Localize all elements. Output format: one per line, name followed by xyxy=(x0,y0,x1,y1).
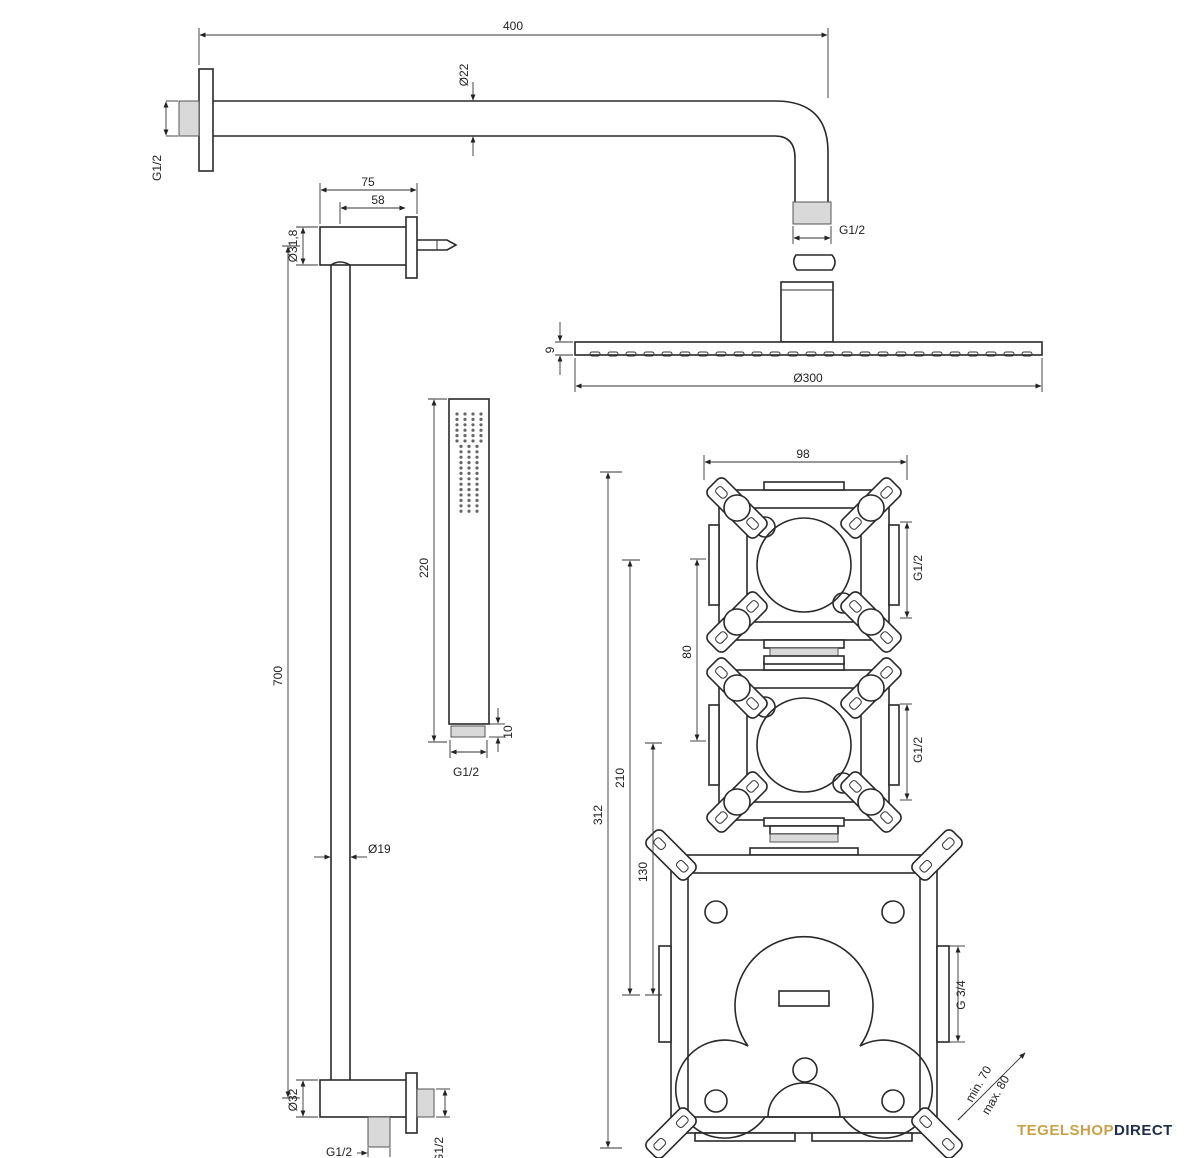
dim-bottom-thread-2: G1/2 xyxy=(432,1137,446,1158)
shower-head-nozzles xyxy=(589,351,1033,357)
arm-outlet-thread xyxy=(792,201,832,225)
dim-bottom-diameter: Ø32 xyxy=(286,1088,300,1111)
rail-bottom-holder xyxy=(319,1079,409,1118)
dim-arm-diameter: Ø22 xyxy=(457,63,471,86)
dim-hand-thread: G1/2 xyxy=(453,765,479,779)
head-connector xyxy=(780,281,834,343)
valve-body-top xyxy=(706,477,902,653)
rail-bottom-thread xyxy=(416,1088,435,1118)
arm-wall-thread xyxy=(178,100,200,137)
dim-arm-length: 400 xyxy=(503,19,523,33)
dim-arm-wall-thread: G1/2 xyxy=(150,155,164,181)
dim-bottom-thread-1: G1/2 xyxy=(326,1145,352,1158)
rail-outlet-thread xyxy=(367,1116,391,1148)
dim-box-width: 98 xyxy=(796,447,810,461)
rail-bottom-flange xyxy=(405,1072,418,1134)
dim-head-diameter: Ø300 xyxy=(793,371,823,385)
dim-arm-outlet-thread: G1/2 xyxy=(839,223,865,237)
mixing-box xyxy=(645,829,963,1158)
hand-shower-thread xyxy=(450,725,486,738)
hand-shower xyxy=(448,398,490,738)
dim-hand-length: 220 xyxy=(417,558,431,578)
dim-holder-offset: 58 xyxy=(371,193,385,207)
ball-joint xyxy=(792,254,836,271)
hand-dimensions: 220 10 G1/2 xyxy=(417,398,515,779)
dim-box-thread: G 3/4 xyxy=(954,980,968,1010)
dim-height-mid: 210 xyxy=(613,768,627,788)
dim-head-thickness: 9 xyxy=(543,346,557,353)
dim-rail-diameter: Ø19 xyxy=(368,842,391,856)
rail-pipe xyxy=(330,261,351,1084)
rail-top-flange xyxy=(405,216,418,279)
rail-dimensions: 75 58 Ø31,8 700 Ø19 Ø32 G1/2 G1/2 xyxy=(271,175,450,1158)
dim-height-total: 312 xyxy=(591,805,605,825)
dim-holder-depth: 75 xyxy=(361,175,375,189)
dim-rail-length: 700 xyxy=(271,666,285,686)
mixing-box-outlet-arc xyxy=(767,1082,841,1118)
dim-hand-end: 10 xyxy=(501,725,515,739)
arm-wall-flange xyxy=(198,68,214,172)
valve-connectors xyxy=(749,639,859,856)
brand-part-1: TEGELSHOP xyxy=(1017,1122,1115,1139)
mixing-box-cavity xyxy=(674,935,934,1139)
brand-part-2: DIRECT xyxy=(1114,1122,1173,1139)
shower-arm xyxy=(178,68,1043,357)
dim-valve-thread-1: G1/2 xyxy=(911,555,925,581)
arm-pipe-bottom xyxy=(213,135,796,202)
arm-pipe-top xyxy=(213,100,829,202)
brand-logo: TEGELSHOPDIRECT xyxy=(1017,1122,1173,1139)
dim-valve-spacing: 80 xyxy=(680,645,694,659)
rail-top-holder xyxy=(319,226,409,266)
hand-shower-nozzles xyxy=(455,412,483,513)
arm-dimensions: 400 Ø22 G1/2 G1/2 9 Ø300 xyxy=(150,19,1043,392)
valve-body-middle xyxy=(706,657,902,833)
dim-height-low: 130 xyxy=(636,862,650,882)
shower-head xyxy=(574,341,1043,356)
slide-rail xyxy=(319,216,458,1148)
dim-valve-thread-2: G1/2 xyxy=(911,737,925,763)
